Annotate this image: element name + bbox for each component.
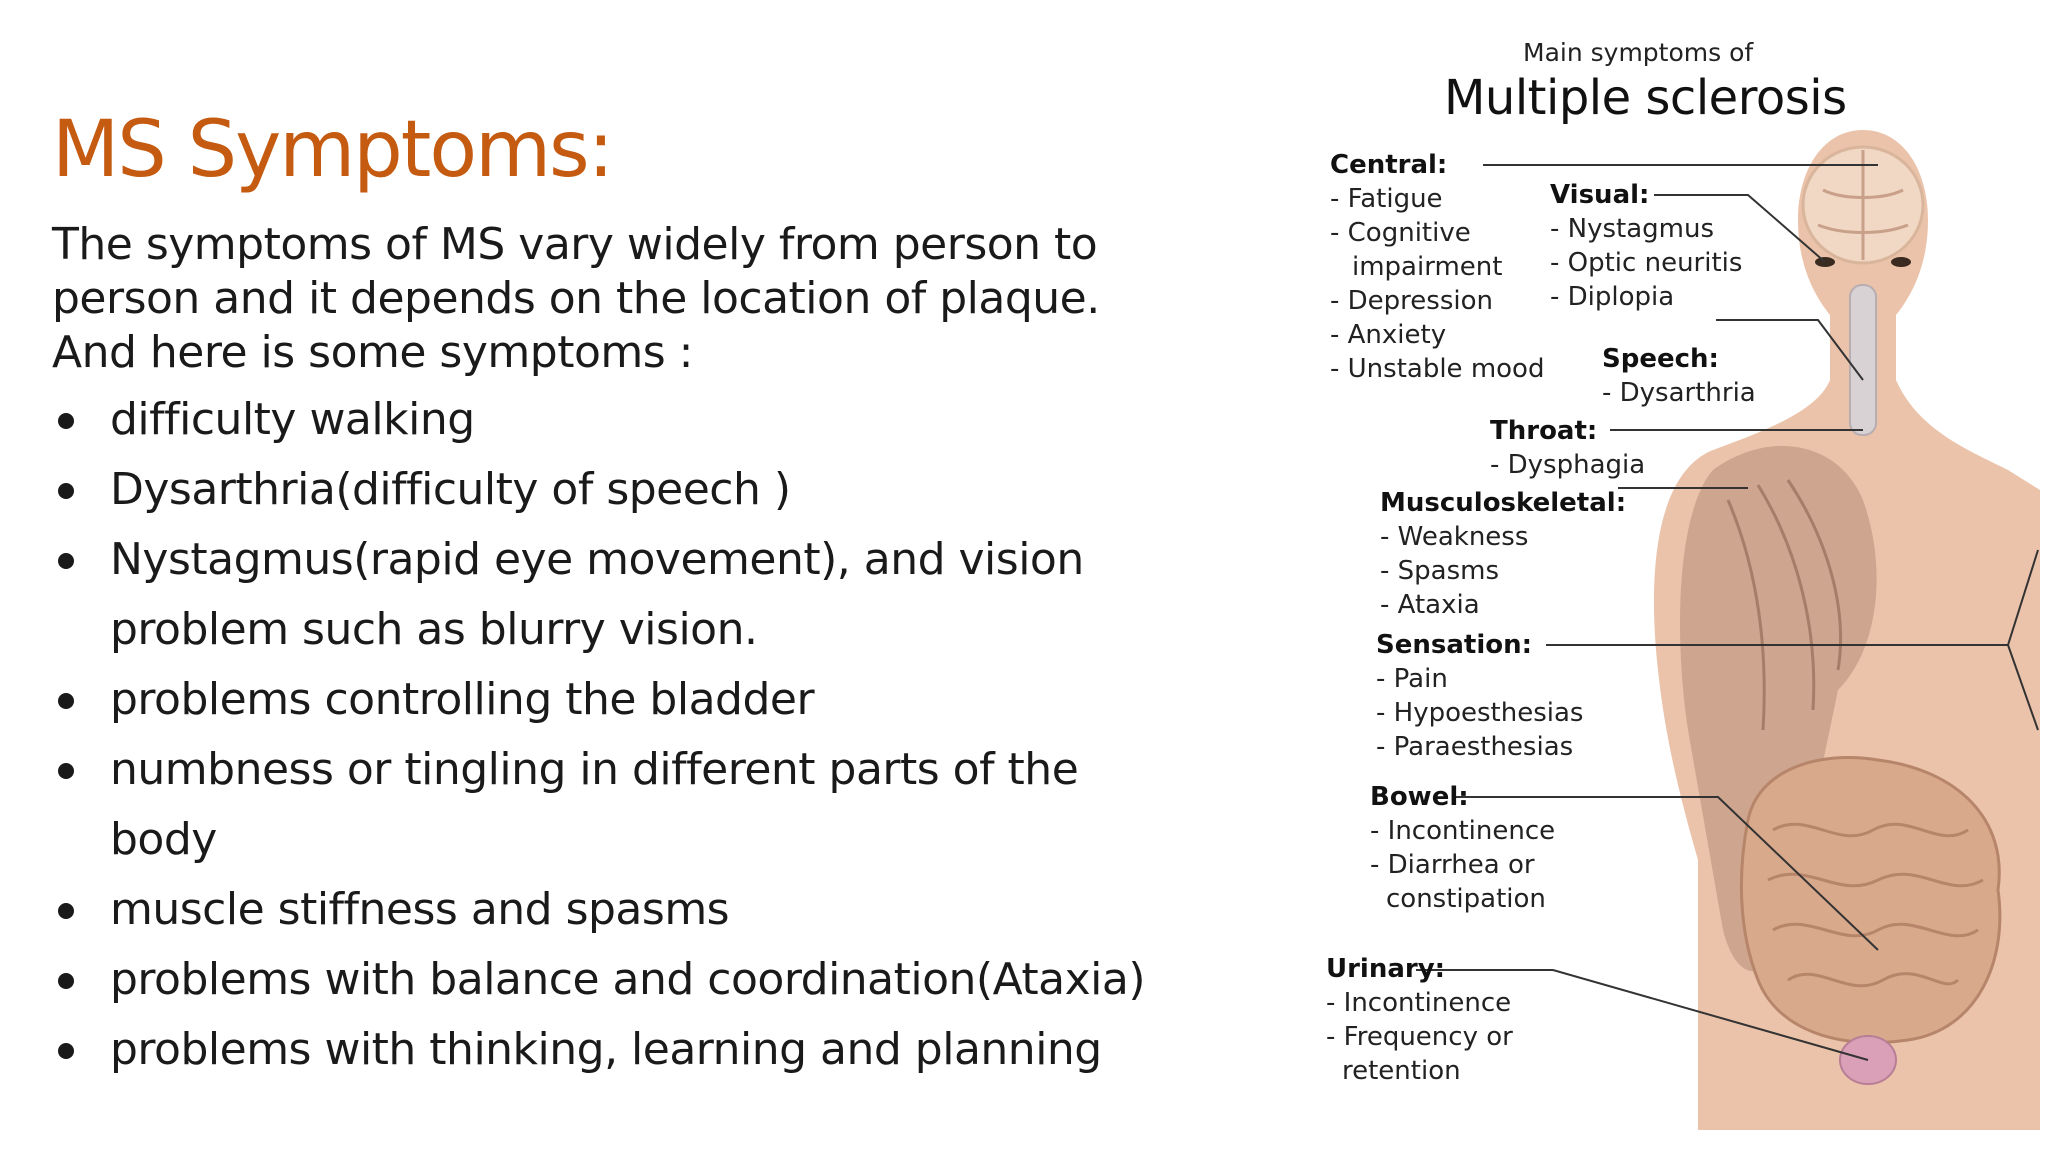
bullet-icon (58, 973, 74, 989)
intro-paragraph: The symptoms of MS vary widely from pers… (52, 218, 1232, 380)
human-body-illustration (1416, 130, 2040, 1130)
symptom-item: difficulty walking (52, 385, 1272, 455)
eye-icon (1891, 257, 1911, 267)
symptom-list: difficulty walking Dysarthria(difficulty… (52, 385, 1272, 1085)
label-speech: Speech: - Dysarthria (1602, 344, 1756, 408)
bullet-icon (58, 1043, 74, 1059)
figure-subtitle: Main symptoms of (1523, 38, 1754, 67)
bullet-icon (58, 903, 74, 919)
label-bowel: Bowel: - Incontinence - Diarrhea or cons… (1370, 782, 1556, 914)
symptom-item: problems with balance and coordination(A… (52, 945, 1272, 1015)
label-visual: Visual: - Nystagmus - Optic neuritis - D… (1550, 180, 1743, 312)
label-central: Central: - Fatigue - Cognitive impairmen… (1330, 150, 1545, 384)
bullet-icon (58, 553, 74, 569)
intro-line: And here is some symptoms : (52, 327, 693, 378)
symptom-item: muscle stiffness and spasms (52, 875, 1272, 945)
intro-line: The symptoms of MS vary widely from pers… (52, 219, 1098, 270)
label-musculoskeletal: Musculoskeletal: - Weakness - Spasms - A… (1380, 488, 1627, 620)
symptom-item: problems controlling the bladder (52, 665, 1272, 735)
symptom-item: Dysarthria(difficulty of speech ) (52, 455, 1272, 525)
ms-symptoms-diagram: Main symptoms of Multiple sclerosis Cent… (1318, 30, 2040, 1130)
label-throat: Throat: - Dysphagia (1490, 416, 1646, 480)
bullet-icon (58, 413, 74, 429)
label-sensation: Sensation: - Pain - Hypoesthesias - Para… (1376, 630, 1584, 762)
symptom-item: Nystagmus(rapid eye movement), and visio… (52, 525, 1272, 665)
symptom-item: numbness or tingling in different parts … (52, 735, 1272, 875)
leader-lines (1416, 164, 2039, 1061)
symptom-item: problems with thinking, learning and pla… (52, 1015, 1272, 1085)
arm-muscle-icon (1680, 446, 1877, 972)
figure-title: Multiple sclerosis (1444, 70, 1847, 126)
label-urinary: Urinary: - Incontinence - Frequency or r… (1326, 954, 1513, 1086)
bullet-icon (58, 693, 74, 709)
bullet-icon (58, 763, 74, 779)
slide-title: MS Symptoms: (52, 105, 614, 195)
intro-line: person and it depends on the location of… (52, 273, 1100, 324)
bullet-icon (58, 483, 74, 499)
throat-icon (1849, 284, 1877, 436)
intestines-icon (1739, 756, 2002, 1044)
